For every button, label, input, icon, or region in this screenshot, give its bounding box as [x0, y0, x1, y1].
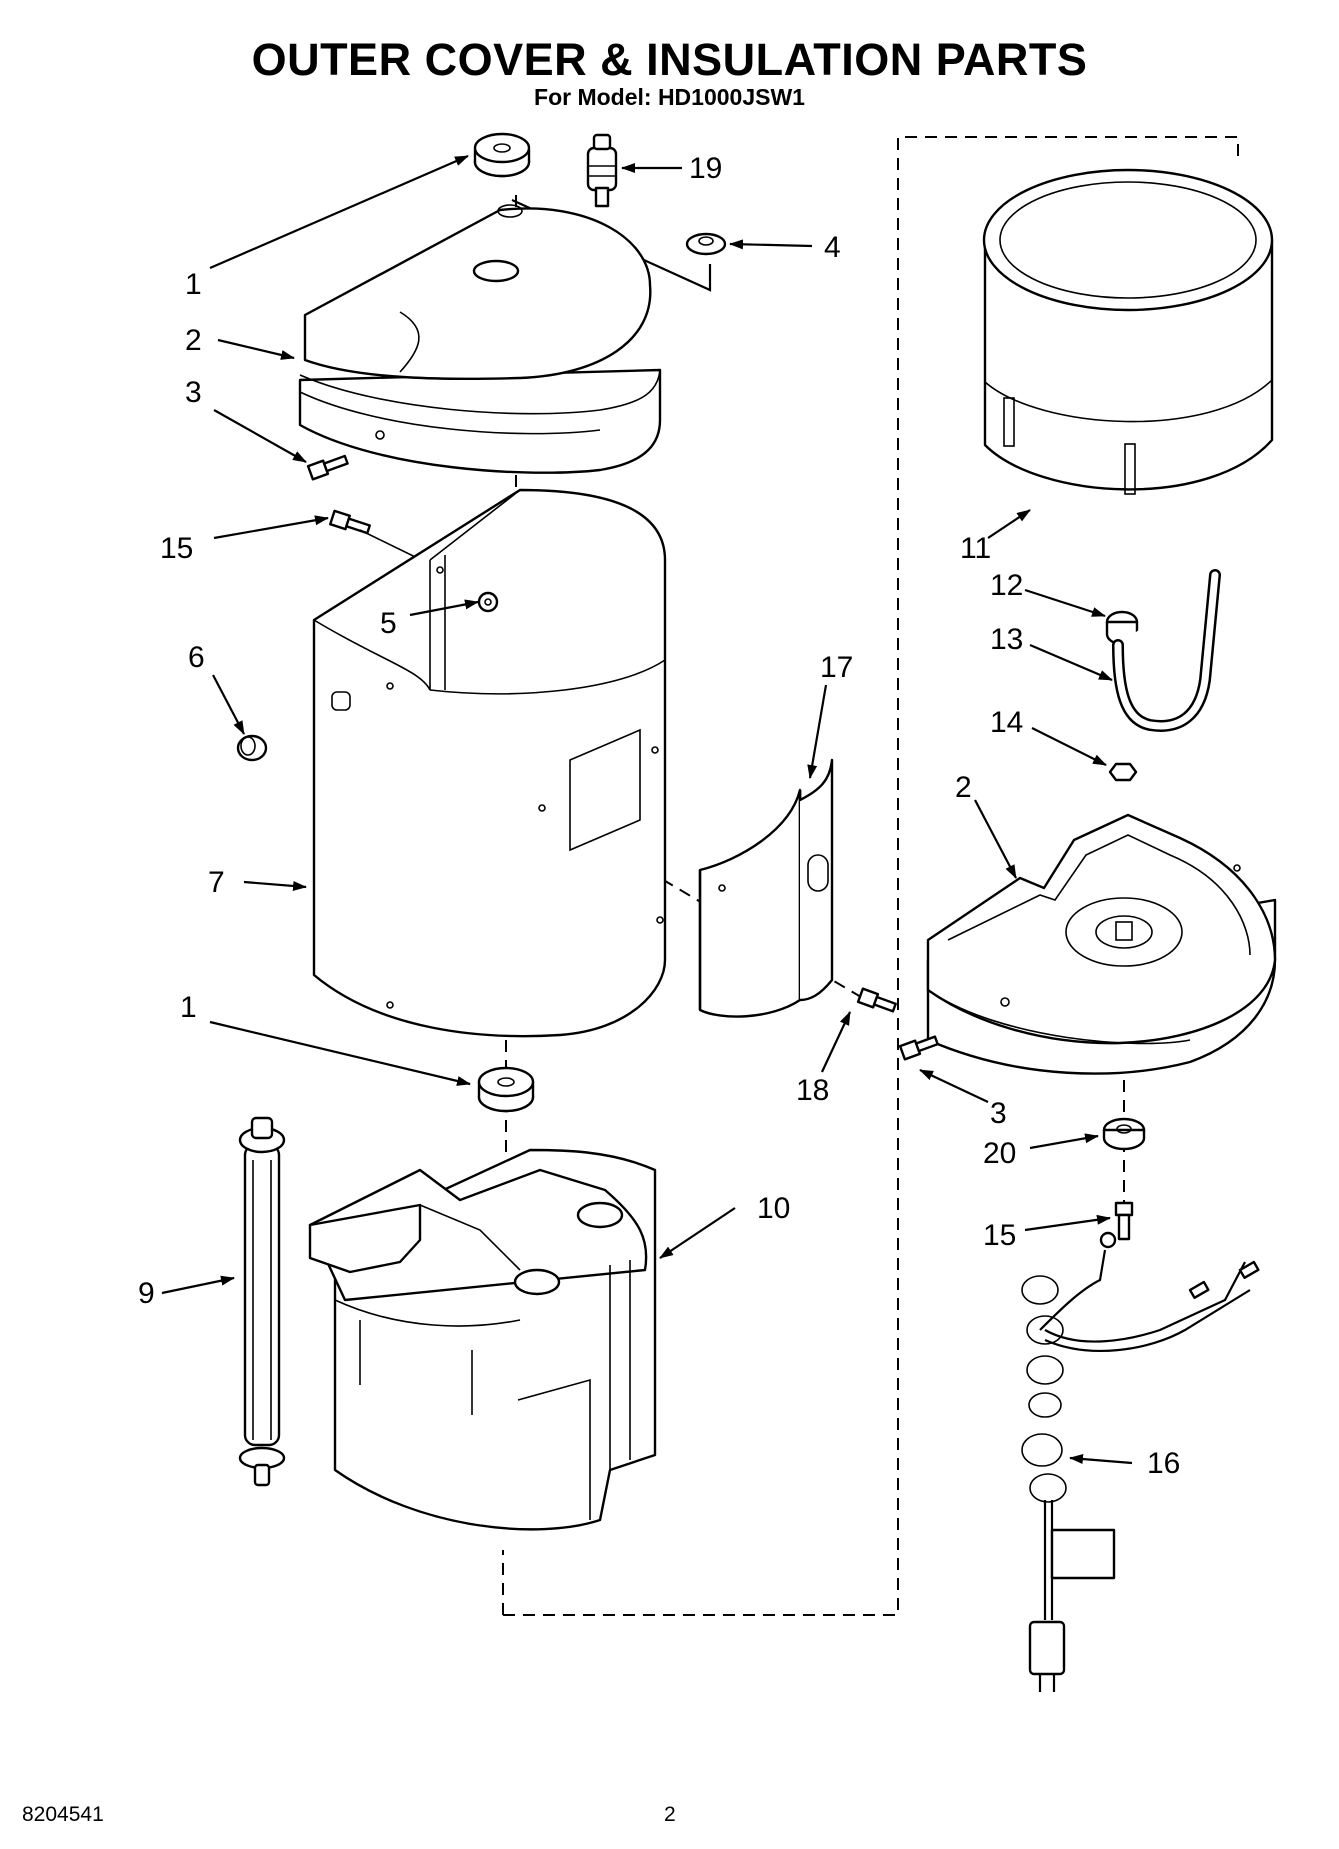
- callout-10: 10: [757, 1192, 790, 1225]
- part-5-star-washer: [477, 591, 499, 613]
- part-20-washer: [1102, 1117, 1146, 1151]
- part-2-top-cover: [298, 204, 662, 474]
- part-10-insulation-base: [308, 1148, 657, 1531]
- callout-6: 6: [188, 641, 205, 674]
- callout-16: 16: [1147, 1447, 1180, 1480]
- callout-7: 7: [208, 866, 225, 899]
- callout-2-right: 2: [955, 771, 972, 804]
- part-19-fitting: [586, 133, 618, 208]
- part-13-tube: [1112, 569, 1221, 732]
- part-3-screw-left: [306, 454, 349, 481]
- part-1-grommet-top: [473, 132, 531, 178]
- part-1-grommet-bottom: [477, 1066, 535, 1113]
- callout-18: 18: [796, 1074, 829, 1107]
- model-subtitle: For Model: HD1000JSW1: [534, 84, 805, 110]
- callout-15-right: 15: [983, 1219, 1016, 1252]
- callout-12: 12: [990, 569, 1023, 602]
- document-number: 8204541: [22, 1803, 104, 1826]
- part-7-outer-shell: [312, 488, 667, 1038]
- callout-3-right: 3: [990, 1097, 1007, 1130]
- part-15-screw-right: [1114, 1201, 1134, 1241]
- callout-15-left: 15: [160, 532, 193, 565]
- part-11-insulation-jacket: [982, 168, 1274, 495]
- callout-14: 14: [990, 706, 1023, 739]
- part-6-plug: [236, 734, 268, 762]
- kit-boundary-dashed: [502, 136, 1239, 1616]
- part-9-tube: [238, 1116, 286, 1487]
- page-number: 2: [664, 1803, 676, 1826]
- callout-19: 19: [689, 152, 722, 185]
- callout-1-bottom: 1: [180, 991, 197, 1024]
- callout-4: 4: [824, 231, 841, 264]
- part-17-shield: [698, 758, 834, 1018]
- callout-2-top: 2: [185, 324, 202, 357]
- page-title: OUTER COVER & INSULATION PARTS: [251, 34, 1088, 85]
- callout-11: 11: [960, 532, 991, 565]
- part-15-screw-left: [329, 509, 371, 535]
- part-16-power-cord: [1021, 1231, 1260, 1692]
- callout-3-left: 3: [185, 376, 202, 409]
- callout-1-top: 1: [185, 268, 202, 301]
- callout-20: 20: [983, 1137, 1016, 1170]
- part-2-bottom-pan: [926, 813, 1277, 1075]
- callout-13: 13: [990, 623, 1023, 656]
- callout-17: 17: [820, 651, 853, 684]
- part-18-screw: [856, 987, 897, 1013]
- part-3-screw-right: [898, 1035, 939, 1061]
- part-14-nut: [1108, 762, 1138, 782]
- callout-5: 5: [380, 607, 397, 640]
- callout-9: 9: [138, 1277, 155, 1310]
- part-4-washer: [685, 232, 727, 256]
